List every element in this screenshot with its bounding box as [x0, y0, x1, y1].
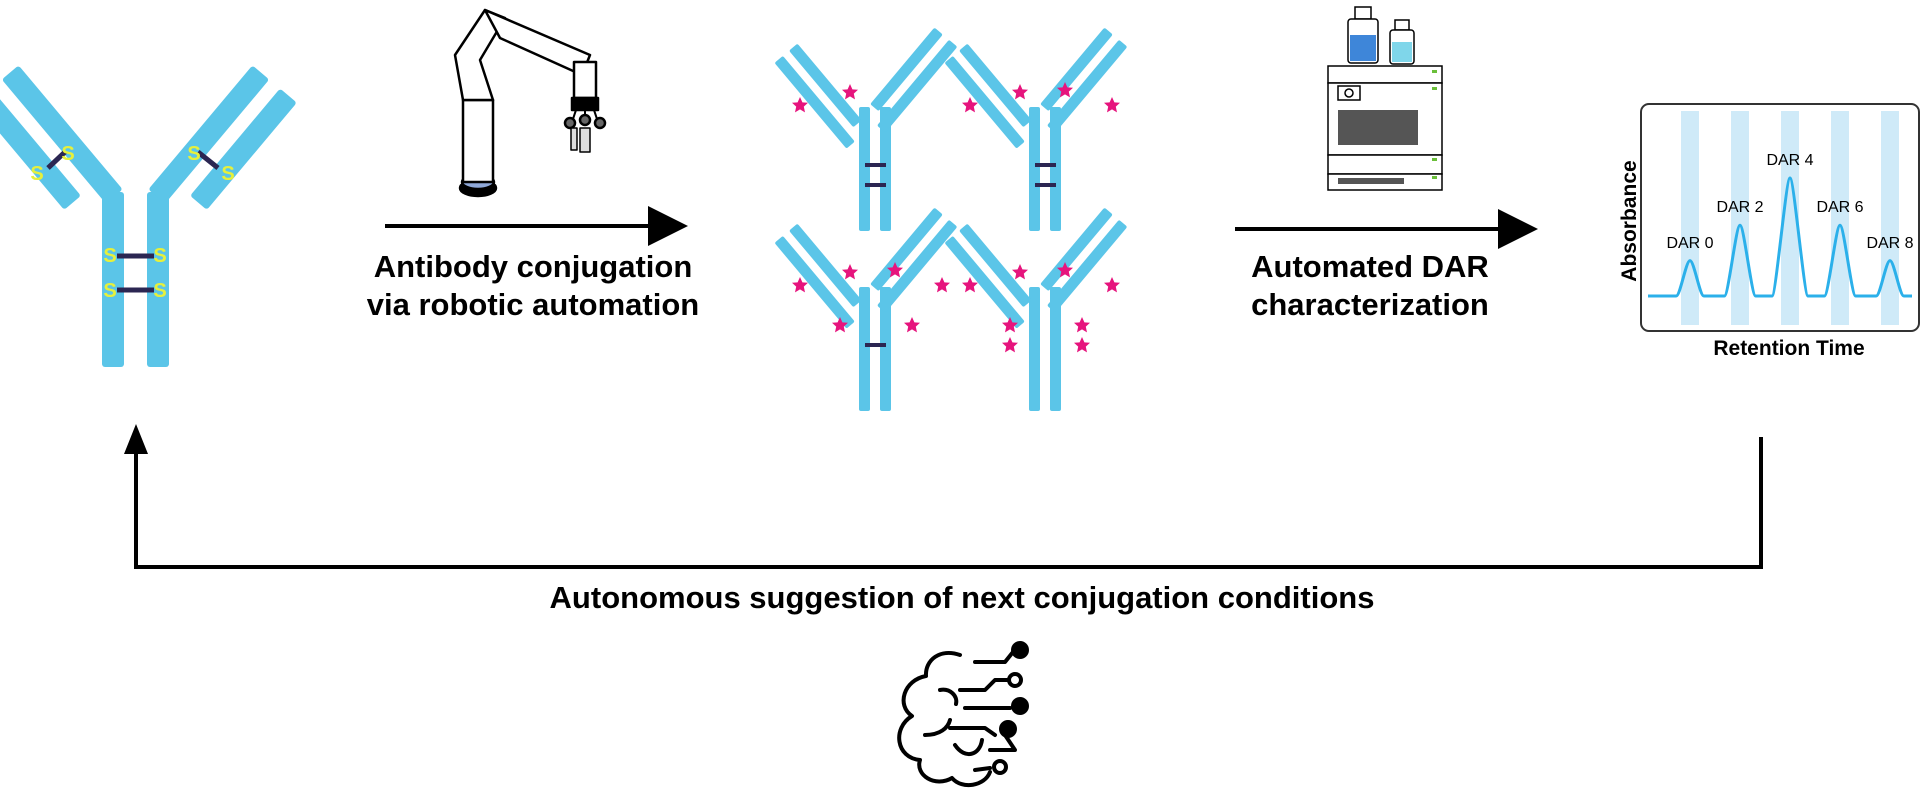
peak-label: DAR 2 — [1716, 199, 1764, 217]
peak-label: DAR 6 — [1816, 199, 1864, 217]
peak-label: DAR 8 — [1866, 234, 1914, 252]
antibody-chains — [0, 66, 296, 367]
antibody-large: S S S S S S S S — [0, 66, 296, 367]
adc-dar8 — [944, 207, 1128, 411]
chromatogram-x-axis-label: Retention Time — [1713, 337, 1865, 360]
step-conjugation-line1: Antibody conjugation — [373, 249, 693, 284]
adc-dar6 — [774, 207, 958, 411]
adc-dar4 — [944, 27, 1128, 232]
hplc-instrument-icon — [1327, 6, 1443, 191]
step-conjugation-line2: via robotic automation — [366, 287, 700, 322]
feedback-loop-line — [134, 436, 1763, 569]
step-dar-label: Automated DAR characterization — [1210, 248, 1530, 324]
svg-text:S: S — [103, 245, 116, 267]
ai-brain-circuit-icon — [897, 641, 1029, 788]
svg-text:S: S — [30, 163, 43, 185]
peak-band — [1831, 111, 1849, 325]
peak-label: DAR 4 — [1766, 152, 1814, 169]
peak-label: DAR 0 — [1666, 234, 1714, 252]
peak-band — [1881, 111, 1899, 325]
feedback-arrowhead — [124, 424, 148, 454]
chromatogram-y-axis-label: Absorbance — [1618, 160, 1641, 282]
hinge-disulfide-bonds — [46, 150, 220, 293]
svg-text:S: S — [61, 143, 74, 165]
svg-text:S: S — [103, 280, 116, 302]
step-dar-line2: characterization — [1251, 287, 1489, 322]
feedback-label: Autonomous suggestion of next conjugatio… — [549, 580, 1375, 615]
sulfur-labels: S S S S S S S S — [30, 143, 234, 302]
step-conjugation-label: Antibody conjugation via robotic automat… — [333, 248, 733, 324]
adc-dar2 — [774, 27, 958, 232]
svg-text:S: S — [187, 143, 200, 165]
peak-band — [1681, 111, 1699, 325]
robotic-arm-icon — [453, 8, 607, 198]
svg-text:S: S — [153, 280, 166, 302]
step-dar-line1: Automated DAR — [1251, 249, 1489, 284]
peak-band — [1781, 111, 1799, 325]
chromatogram — [1640, 103, 1920, 332]
svg-text:S: S — [153, 245, 166, 267]
peak-band — [1731, 111, 1749, 325]
chromatogram-trace — [1648, 176, 1912, 298]
adc-products — [774, 27, 1128, 411]
svg-text:S: S — [221, 163, 234, 185]
